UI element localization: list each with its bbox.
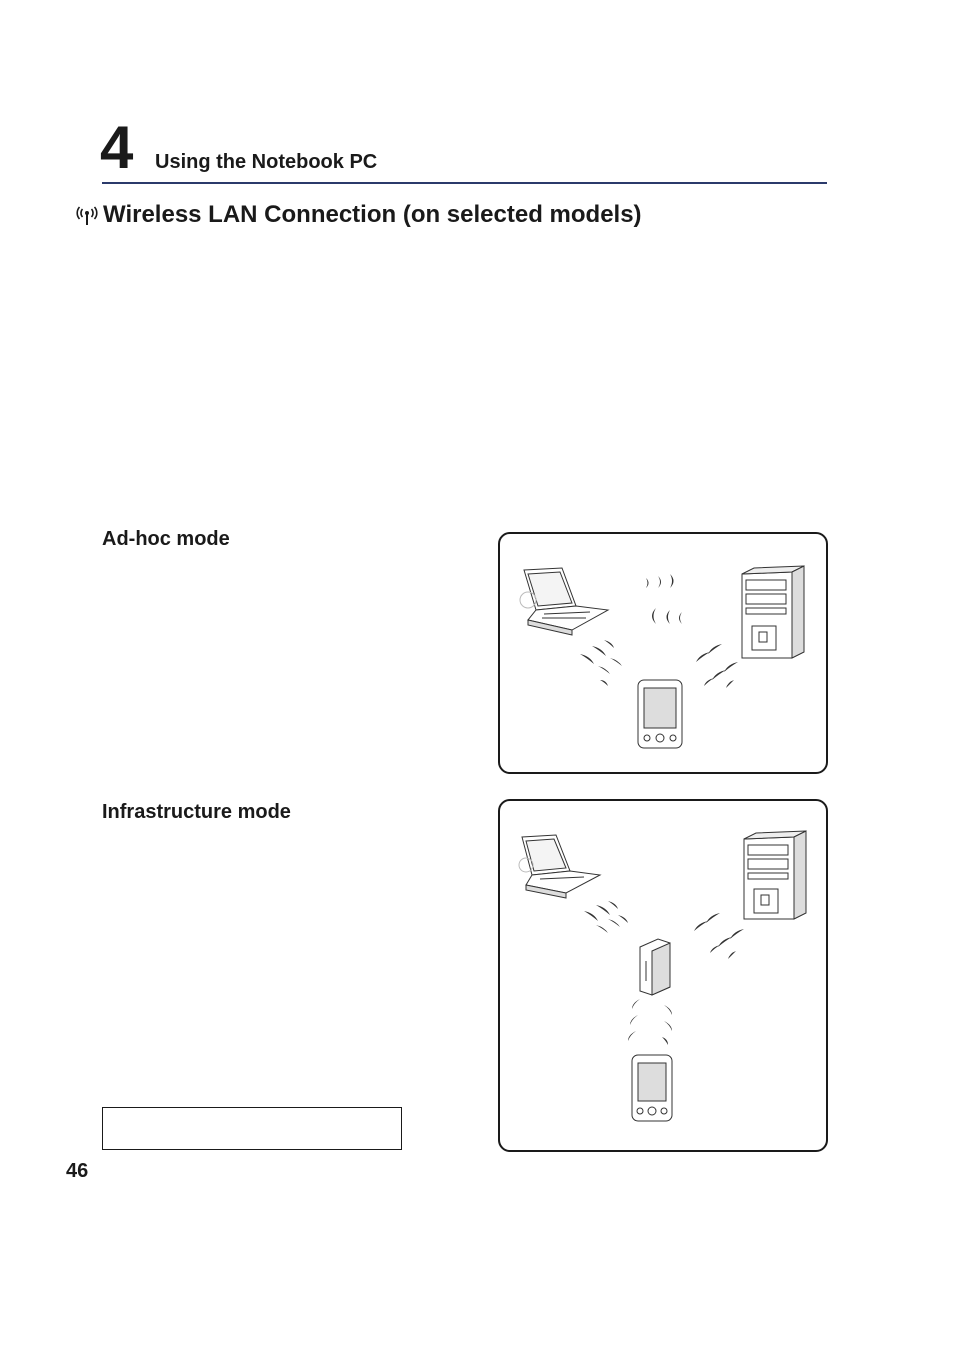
pda-icon bbox=[631, 1054, 673, 1122]
desktop-pc-icon bbox=[741, 565, 805, 659]
signal-waves-top bbox=[646, 574, 682, 624]
signal-waves-left bbox=[584, 901, 628, 933]
notebook-pc-icon bbox=[519, 567, 610, 636]
signal-waves-right bbox=[696, 644, 738, 688]
notebook-pc-icon bbox=[518, 834, 602, 899]
signal-waves-left bbox=[580, 640, 622, 686]
adhoc-mode-heading: Ad-hoc mode bbox=[102, 528, 230, 550]
note-box bbox=[102, 1107, 402, 1150]
page-number: 46 bbox=[66, 1160, 89, 1182]
adhoc-mode-diagram bbox=[498, 532, 828, 774]
wireless-antenna-icon bbox=[76, 206, 98, 225]
infrastructure-mode-heading: Infrastructure mode bbox=[102, 801, 291, 823]
section-title: Wireless LAN Connection (on selected mod… bbox=[103, 201, 642, 228]
desktop-pc-icon bbox=[743, 830, 807, 920]
chapter-number: 4 bbox=[100, 114, 133, 181]
access-point-icon bbox=[639, 938, 671, 996]
signal-waves-right bbox=[694, 913, 744, 959]
pda-icon bbox=[637, 679, 683, 749]
chapter-title: Using the Notebook PC bbox=[155, 151, 378, 173]
chapter-divider bbox=[102, 182, 827, 184]
signal-waves-bottom bbox=[628, 999, 672, 1045]
infrastructure-mode-diagram bbox=[498, 799, 828, 1152]
